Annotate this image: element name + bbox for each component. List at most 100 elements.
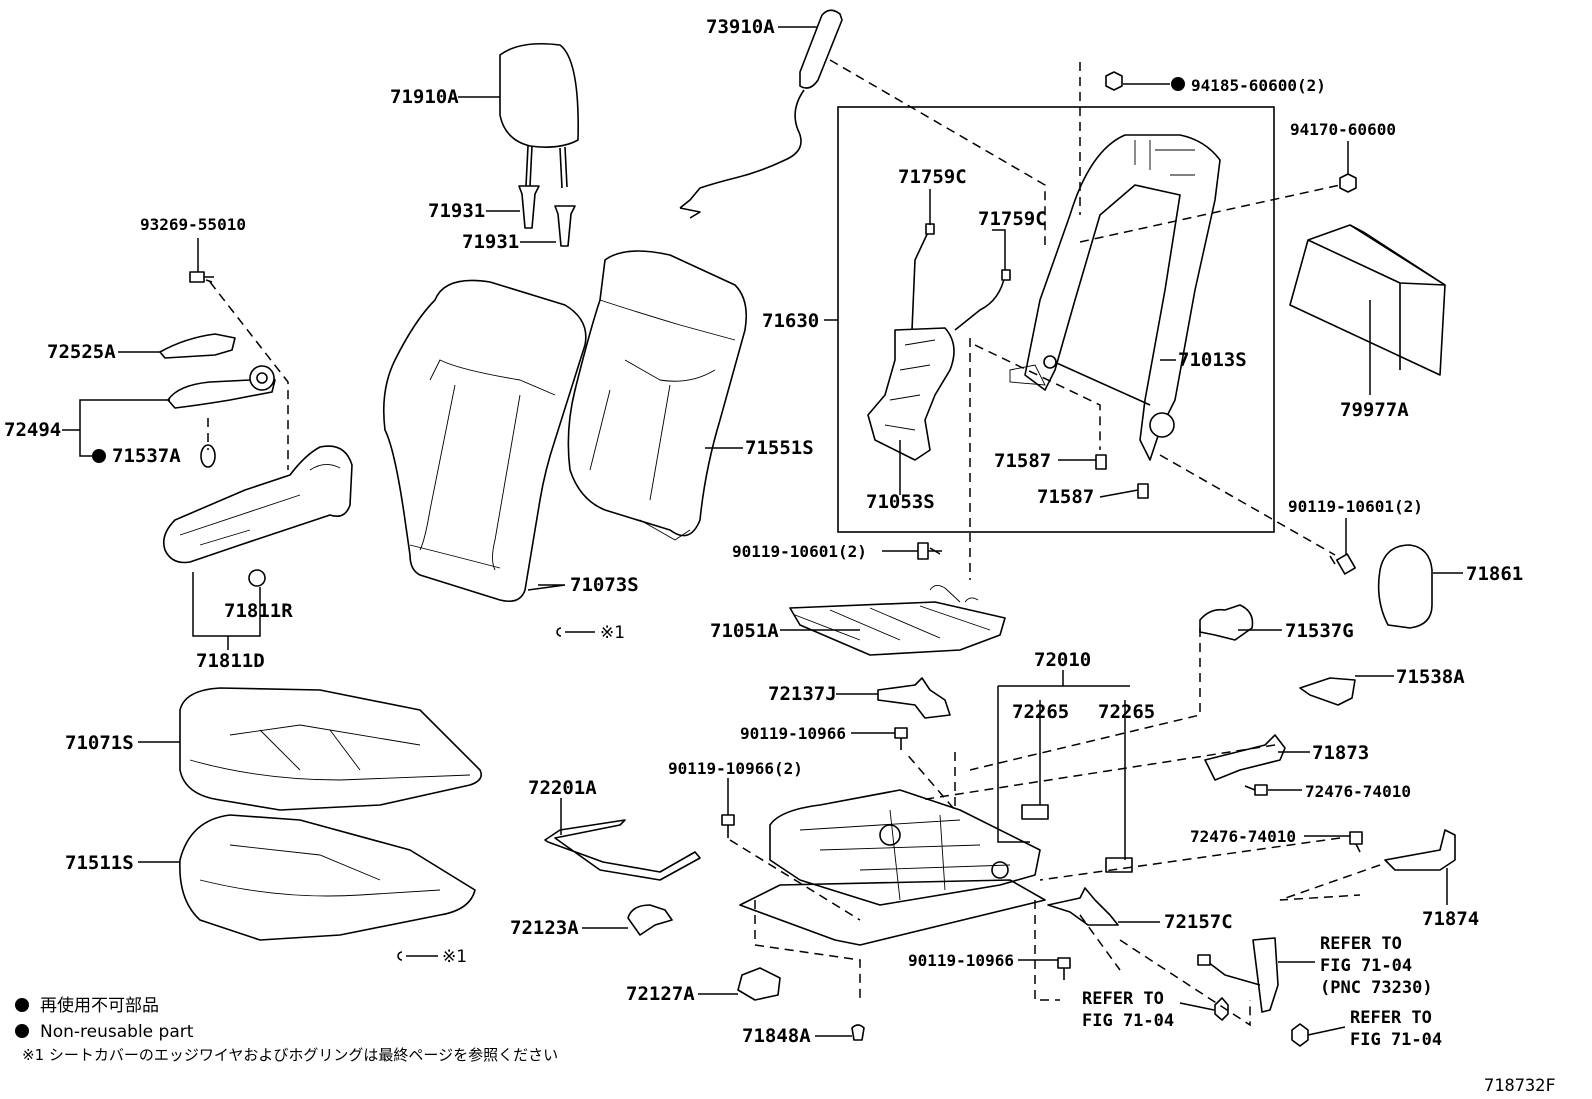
- label-71013S: 71013S: [1178, 349, 1247, 371]
- label-72265-a: 72265: [1012, 701, 1069, 723]
- leader-lines: [62, 26, 1463, 1037]
- label-71910A: 71910A: [390, 86, 459, 108]
- adjuster-part-72265a-drawing: [1021, 804, 1049, 820]
- nut-refer-drawing: [1291, 1023, 1309, 1047]
- recliner-cover-drawing: [159, 333, 236, 359]
- seat-adjuster-drawing: [739, 789, 1046, 946]
- bracket-72127A-drawing: [737, 967, 781, 1001]
- label-72010: 72010: [1034, 649, 1091, 671]
- label-71537A: 71537A: [112, 445, 181, 467]
- label-71873: 71873: [1312, 742, 1369, 764]
- label-71759C-a: 71759C: [898, 166, 967, 188]
- label-94170-60600: 94170-60600: [1290, 120, 1396, 139]
- seat-spring-drawing: [789, 585, 1006, 656]
- bracket-72137J-drawing: [877, 677, 951, 719]
- non-reusable-bullet-94185: [1171, 77, 1185, 91]
- seatback-inner-frame-drawing: [867, 223, 1011, 461]
- label-72476-74010-a: 72476-74010: [1305, 782, 1411, 801]
- label-73910A: 73910A: [706, 16, 775, 38]
- bracket-71873-drawing: [1204, 734, 1286, 781]
- seat-cushion-pad-drawing: [179, 687, 483, 811]
- diagram-id: 718732F: [1484, 1076, 1556, 1096]
- label-71538A: 71538A: [1396, 666, 1465, 688]
- bracket-71538A-drawing: [1299, 677, 1356, 706]
- cover-71861-drawing: [1377, 544, 1433, 629]
- dashed-relation-lines: [207, 59, 1381, 1027]
- label-90119-10601-right: 90119-10601(2): [1288, 497, 1423, 516]
- headrest-drawing: [499, 42, 579, 189]
- label-72201A: 72201A: [528, 777, 597, 799]
- label-79977A: 79977A: [1340, 399, 1409, 421]
- headrest-guide-drawings: [518, 185, 576, 247]
- label-72494: 72494: [4, 419, 61, 441]
- label-71551S: 71551S: [745, 437, 814, 459]
- nut-94170-drawing: [1339, 173, 1357, 193]
- nut-94185-drawing: [1105, 71, 1123, 91]
- label-71811R: 71811R: [224, 600, 293, 622]
- label-71537G: 71537G: [1285, 620, 1354, 642]
- label-90119-10601-left: 90119-10601(2): [732, 542, 867, 561]
- bracket-71587a-drawing: [1095, 454, 1107, 470]
- bracket-71874-drawing: [1384, 829, 1456, 871]
- seatback-cover-drawing: [567, 250, 748, 541]
- refer-2-line2: FIG 71-04: [1082, 1011, 1174, 1031]
- shield-clip-drawing: [248, 569, 266, 587]
- bolt-72476b-drawing: [1349, 831, 1363, 853]
- bolt-90119-10601-left-drawing: [917, 542, 942, 560]
- clip-71848A-drawing: [851, 1024, 865, 1041]
- seatback-pad-drawing: [382, 279, 587, 603]
- label-71759C-b: 71759C: [978, 208, 1047, 230]
- legend-line-3: ※1 シートカバーのエッジワイヤおよびホグリングは最終ページを参照ください: [22, 1046, 558, 1064]
- legend-bullet-1: [15, 998, 29, 1012]
- bolt-90119-10966-2-drawing: [721, 814, 735, 838]
- bracket-72157C-drawing: [1047, 887, 1119, 926]
- bolt-90119-10601-right-drawing: [1329, 553, 1356, 575]
- label-71848A: 71848A: [742, 1025, 811, 1047]
- bolt-90119-10966b-drawing: [1057, 957, 1071, 980]
- bolt-90119-10966a-drawing: [894, 727, 908, 750]
- hog-ring-icon-2: [397, 951, 438, 961]
- label-71073S: 71073S: [570, 574, 639, 596]
- label-72123A: 72123A: [510, 917, 579, 939]
- label-71071S: 71071S: [65, 732, 134, 754]
- screw-93269-drawing: [189, 271, 214, 283]
- label-90119-10966-2: 90119-10966(2): [668, 759, 803, 778]
- recliner-lever-drawing: [167, 365, 276, 409]
- label-71931-b: 71931: [462, 231, 519, 253]
- label-72265-b: 72265: [1098, 701, 1155, 723]
- label-72525A: 72525A: [47, 341, 116, 363]
- label-94185-60600: 94185-60600(2): [1191, 76, 1326, 95]
- seat-belt-buckle-drawing: [1197, 937, 1279, 1013]
- cap-71537A-drawing: [200, 444, 216, 468]
- wire-72201A-drawing: [544, 819, 701, 881]
- label-72137J: 72137J: [768, 683, 837, 705]
- seat-shield-drawing: [162, 445, 353, 564]
- hog-ring-icon-1: [556, 627, 595, 637]
- label-72127A: 72127A: [626, 983, 695, 1005]
- label-71511S: 71511S: [65, 852, 134, 874]
- label-71587-b: 71587: [1037, 486, 1094, 508]
- ref-mark-1: ※1: [600, 623, 625, 643]
- label-71053S: 71053S: [866, 491, 935, 513]
- bracket-72123A-drawing: [627, 904, 673, 936]
- washer-drawing: [1214, 997, 1229, 1021]
- label-71931-a: 71931: [428, 200, 485, 222]
- label-71861: 71861: [1466, 563, 1523, 585]
- bracket-71537G-drawing: [1199, 604, 1254, 641]
- legend-bullet-2: [15, 1024, 29, 1038]
- label-71587-a: 71587: [994, 450, 1051, 472]
- bracket-71587b-drawing: [1137, 483, 1149, 499]
- seatback-frame-drawing: [1009, 134, 1221, 461]
- label-90119-10966-a: 90119-10966: [740, 724, 846, 743]
- back-pad-79977A-drawing: [1289, 224, 1446, 376]
- label-71630: 71630: [762, 310, 819, 332]
- label-71874: 71874: [1422, 908, 1479, 930]
- side-airbag-drawing: [679, 9, 843, 219]
- label-72157C: 72157C: [1164, 911, 1233, 933]
- ref-mark-2: ※1: [442, 947, 467, 967]
- refer-1-line3: (PNC 73230): [1320, 978, 1433, 998]
- non-reusable-bullet-71537A: [92, 449, 106, 463]
- refer-1-line1: REFER TO: [1320, 934, 1402, 954]
- refer-3-line1: REFER TO: [1350, 1008, 1432, 1028]
